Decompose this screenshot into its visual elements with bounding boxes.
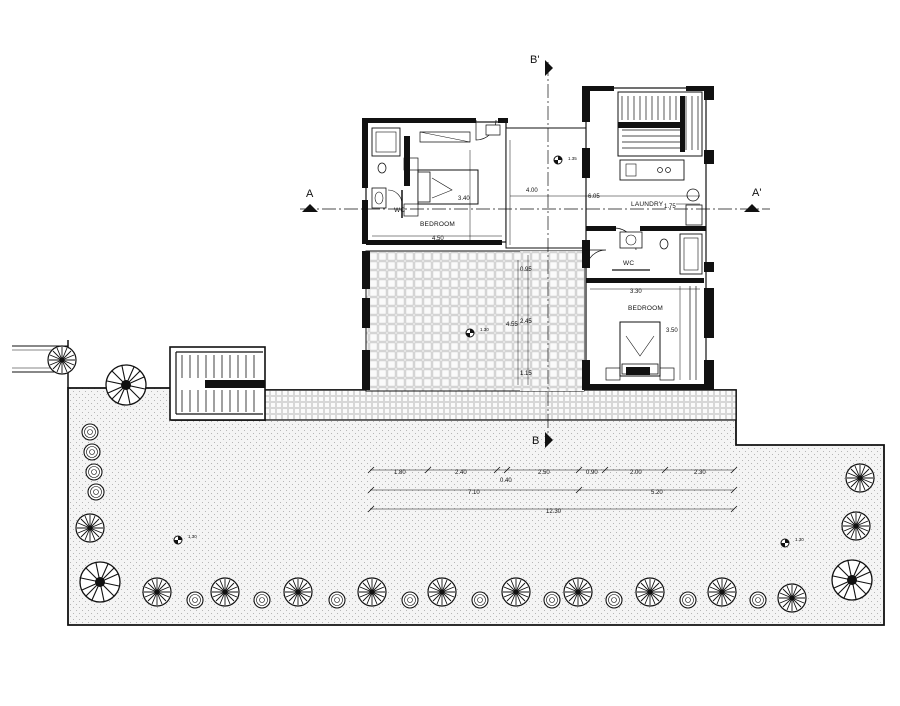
wc-2-fixtures [612,231,703,275]
bush [543,591,561,609]
bush [85,463,103,481]
level-marker-terrace [465,328,475,338]
dim-terrace-c: 4.55 [506,322,518,328]
dim-row3: 12.30 [546,509,562,515]
outdoor-stair [169,346,266,421]
dim-bed1-depth: 3.40 [458,196,470,202]
dimensions [370,140,734,510]
bedroom-1-furniture [403,131,479,217]
level-marker-garden-left [173,535,183,545]
dim-bed1-width: 4.50 [432,236,444,242]
level-garden-right: 1.30 [795,537,804,542]
bush [83,443,101,461]
dim-terrace-d: 1.15 [520,371,532,377]
room-label-bedroom-1: BEDROOM [420,221,455,228]
room-labels: BEDROOM BEDROOM LAUNDRY WC WC [394,201,664,312]
dim-bed2-depth: 3.50 [666,328,678,334]
room-label-laundry: LAUNDRY [631,201,664,208]
garden-area [67,387,885,626]
garden [67,387,885,626]
terrace-paving-lower [264,389,737,421]
bush [679,591,697,609]
shrub [563,577,593,607]
room-label-bedroom-2: BEDROOM [628,305,663,312]
level-upper: 1.35 [568,156,577,161]
building [362,86,714,390]
shrub [210,577,240,607]
shrub [635,577,665,607]
bush [186,591,204,609]
level-marker-upper [553,155,563,165]
dim-corridor-depth: 4.00 [526,188,538,194]
shrub [357,577,387,607]
bush [605,591,623,609]
dim-terrace-a: 0.95 [520,267,532,273]
dim-row1-small: 0.40 [500,478,512,484]
dimension-labels: 3.40 4.50 4.00 6.05 1.75 0.95 2.45 4.55 … [394,188,706,515]
tree-bottom-left [79,561,121,603]
dim-row1-4: 0.90 [586,470,598,476]
dim-row2-1: 7.10 [468,490,480,496]
bush [81,423,99,441]
shrub [283,577,313,607]
shrub [777,583,807,613]
bush [401,591,419,609]
room-label-wc-2: WC [623,260,634,267]
dim-row1-3: 2.50 [538,470,550,476]
level-garden-left: 1.30 [188,534,197,539]
bush [471,591,489,609]
dim-row2-2: 5.20 [651,490,663,496]
bush [749,591,767,609]
dim-row1-1: 1.80 [394,470,406,476]
section-marker-a-right [744,204,760,212]
level-marker-garden-right [780,538,790,548]
section-label-b-top: B' [530,54,539,66]
shrub [845,463,875,493]
section-marker-b-bottom [545,432,553,448]
wc-1-fixtures [371,127,410,218]
dim-bed2-width: 3.30 [630,289,642,295]
shrub [501,577,531,607]
section-marker-a-left [302,204,318,212]
shrub [707,577,737,607]
shrub-entrance [47,345,77,375]
bush [328,591,346,609]
section-lines: A A' B' B [300,54,770,448]
shrub [427,577,457,607]
dim-row1-5: 2.00 [630,470,642,476]
tree-corner [105,364,147,406]
dim-laundry-width: 1.75 [664,204,676,210]
dim-terrace-b: 2.45 [520,319,532,325]
dim-span-total: 6.05 [588,194,600,200]
room-label-wc-1: WC [394,207,405,214]
tree-bottom-right [831,559,873,601]
indoor-stair [617,91,703,157]
level-markers: 1.35 1.30 1.30 1.30 [173,155,804,548]
dim-row1-2: 2.40 [455,470,467,476]
shrub [142,577,172,607]
dimension-ticks [367,466,738,513]
bush [87,483,105,501]
shrub [75,513,105,543]
shrub [841,511,871,541]
level-terrace: 1.30 [480,327,489,332]
section-label-b-bottom: B [532,435,539,447]
section-label-a-left: A [306,188,314,200]
section-marker-b-top [545,60,553,76]
dim-row1-6: 2.30 [694,470,706,476]
bush [253,591,271,609]
laundry-fixtures [619,159,703,226]
section-label-a-right: A' [752,187,761,199]
bedroom-2-furniture [605,286,697,381]
